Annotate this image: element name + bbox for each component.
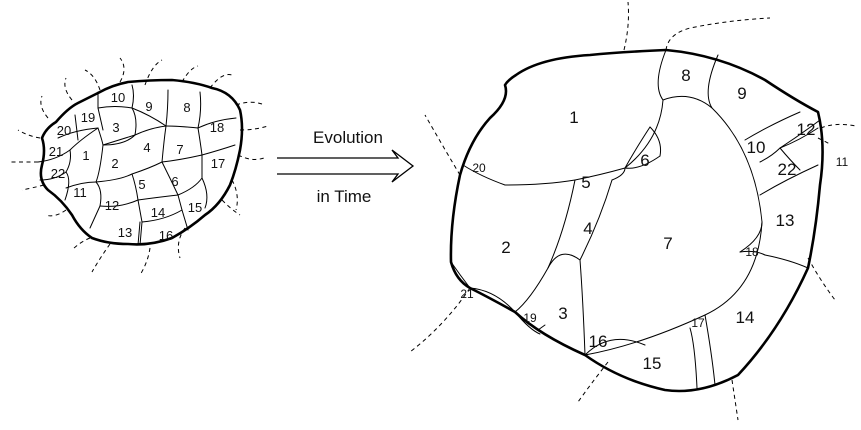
large-grain-label-13: 13 [776,211,795,230]
large-grain-label-21: 21 [460,287,474,301]
small-grain-label-6: 6 [171,174,178,189]
small-grain-label-1: 1 [82,148,89,163]
small-grain-label-10: 10 [111,90,125,105]
small-grain-label-2: 2 [111,156,118,171]
small-grain-label-5: 5 [138,177,145,192]
evolved-outer-boundary [449,48,824,393]
small-grain-label-13: 13 [118,225,132,240]
large-grain-label-1: 1 [569,108,578,127]
large-grain-label-7: 7 [663,234,672,253]
initial-outer-boundary [39,78,244,246]
small-grain-label-18: 18 [210,120,224,135]
large-grain-label-16: 16 [589,332,608,351]
large-grain-label-18: 18 [745,245,759,259]
initial-grain-cluster: 1 2 3 4 5 6 7 8 9 10 11 12 13 14 15 16 1… [10,57,269,276]
small-grain-label-3: 3 [112,120,119,135]
initial-internal-boundaries [37,84,237,246]
evolved-external-boundaries [409,1,857,421]
arrow-label-in-time: in Time [317,187,372,206]
small-grain-label-21: 21 [49,144,63,159]
large-grain-label-2: 2 [501,238,510,257]
double-arrow-icon [277,149,415,183]
initial-external-boundaries [10,57,269,276]
large-grain-label-5: 5 [581,173,590,192]
large-grain-label-11: 11 [836,155,849,169]
small-grain-label-19: 19 [81,110,95,125]
large-grain-label-22: 22 [778,160,797,179]
large-grain-label-14: 14 [736,308,755,327]
large-grain-label-9: 9 [737,84,746,103]
small-grain-label-14: 14 [151,205,165,220]
large-grain-label-20: 20 [472,161,486,175]
small-grain-label-16: 16 [159,228,173,243]
small-grain-label-20: 20 [57,123,71,138]
evolved-grain-cluster: 1 2 3 4 5 6 7 8 9 10 11 12 13 14 15 16 1… [409,1,857,421]
large-grain-label-3: 3 [558,304,567,323]
evolution-arrow: Evolution in Time [277,128,415,206]
small-grain-label-11: 11 [73,185,87,200]
large-grain-label-19: 19 [523,311,537,325]
small-grain-label-9: 9 [145,99,152,114]
large-grain-label-12: 12 [797,120,816,139]
evolved-internal-boundaries [450,49,821,389]
evolved-grain-labels: 1 2 3 4 5 6 7 8 9 10 11 12 13 14 15 16 1… [460,66,848,373]
small-grain-label-8: 8 [183,100,190,115]
initial-grain-labels: 1 2 3 4 5 6 7 8 9 10 11 12 13 14 15 16 1… [49,90,225,243]
large-grain-label-4: 4 [583,219,592,238]
arrow-label-evolution: Evolution [313,128,383,147]
small-grain-label-7: 7 [176,142,183,157]
large-grain-label-15: 15 [643,354,662,373]
small-grain-label-4: 4 [143,140,150,155]
large-grain-label-6: 6 [640,151,649,170]
large-grain-label-8: 8 [681,66,690,85]
large-grain-label-10: 10 [747,138,766,157]
small-grain-label-12: 12 [105,198,119,213]
small-grain-label-15: 15 [188,200,202,215]
small-grain-label-17: 17 [211,156,225,171]
large-grain-label-17: 17 [691,316,705,330]
small-grain-label-22: 22 [51,166,65,181]
